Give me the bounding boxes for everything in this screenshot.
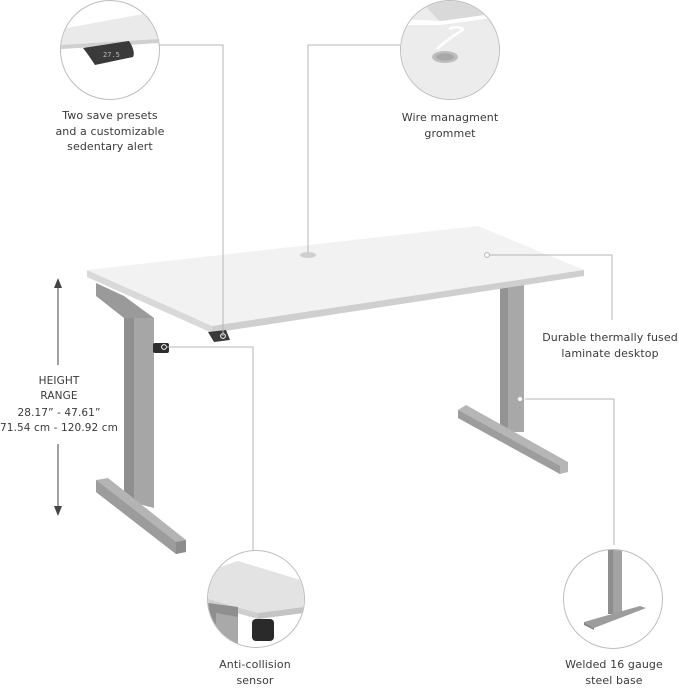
control-panel	[208, 330, 230, 342]
sensor-zoom-circle	[207, 550, 305, 648]
base-label: Welded 16 gauge steel base	[565, 658, 663, 687]
grommet-hole	[300, 252, 316, 258]
callout-lines	[158, 44, 615, 550]
laminate-label: Durable thermally fused laminate desktop	[542, 331, 678, 360]
right-leg	[458, 285, 568, 474]
control-panel-icon: 27.5	[61, 11, 159, 65]
sensor-icon	[208, 561, 304, 647]
left-leg	[96, 318, 186, 554]
grommet-label: Wire managment grommet	[401, 111, 499, 140]
height-range-inches: 28.17” - 47.61”	[17, 407, 101, 419]
height-range-cm: 71.54 cm - 120.92 cm	[0, 422, 118, 434]
anti-collision-sensor	[153, 343, 169, 353]
grommet-icon	[401, 1, 499, 99]
grommet-zoom-circle	[400, 0, 500, 100]
desktop	[87, 226, 584, 333]
presets-zoom-circle: 27.5	[60, 0, 160, 100]
double-arrow-vertical-icon	[54, 278, 62, 516]
base-zoom-circle	[563, 549, 663, 649]
sensor-label: Anti-collision sensor	[219, 658, 291, 687]
presets-label: Two save presets and a customizable sede…	[55, 109, 165, 153]
height-range-label: HEIGHT RANGE 28.17” - 47.61” 71.54 cm - …	[0, 375, 118, 434]
steel-base-icon	[584, 550, 646, 630]
svg-text:27.5: 27.5	[103, 51, 120, 59]
